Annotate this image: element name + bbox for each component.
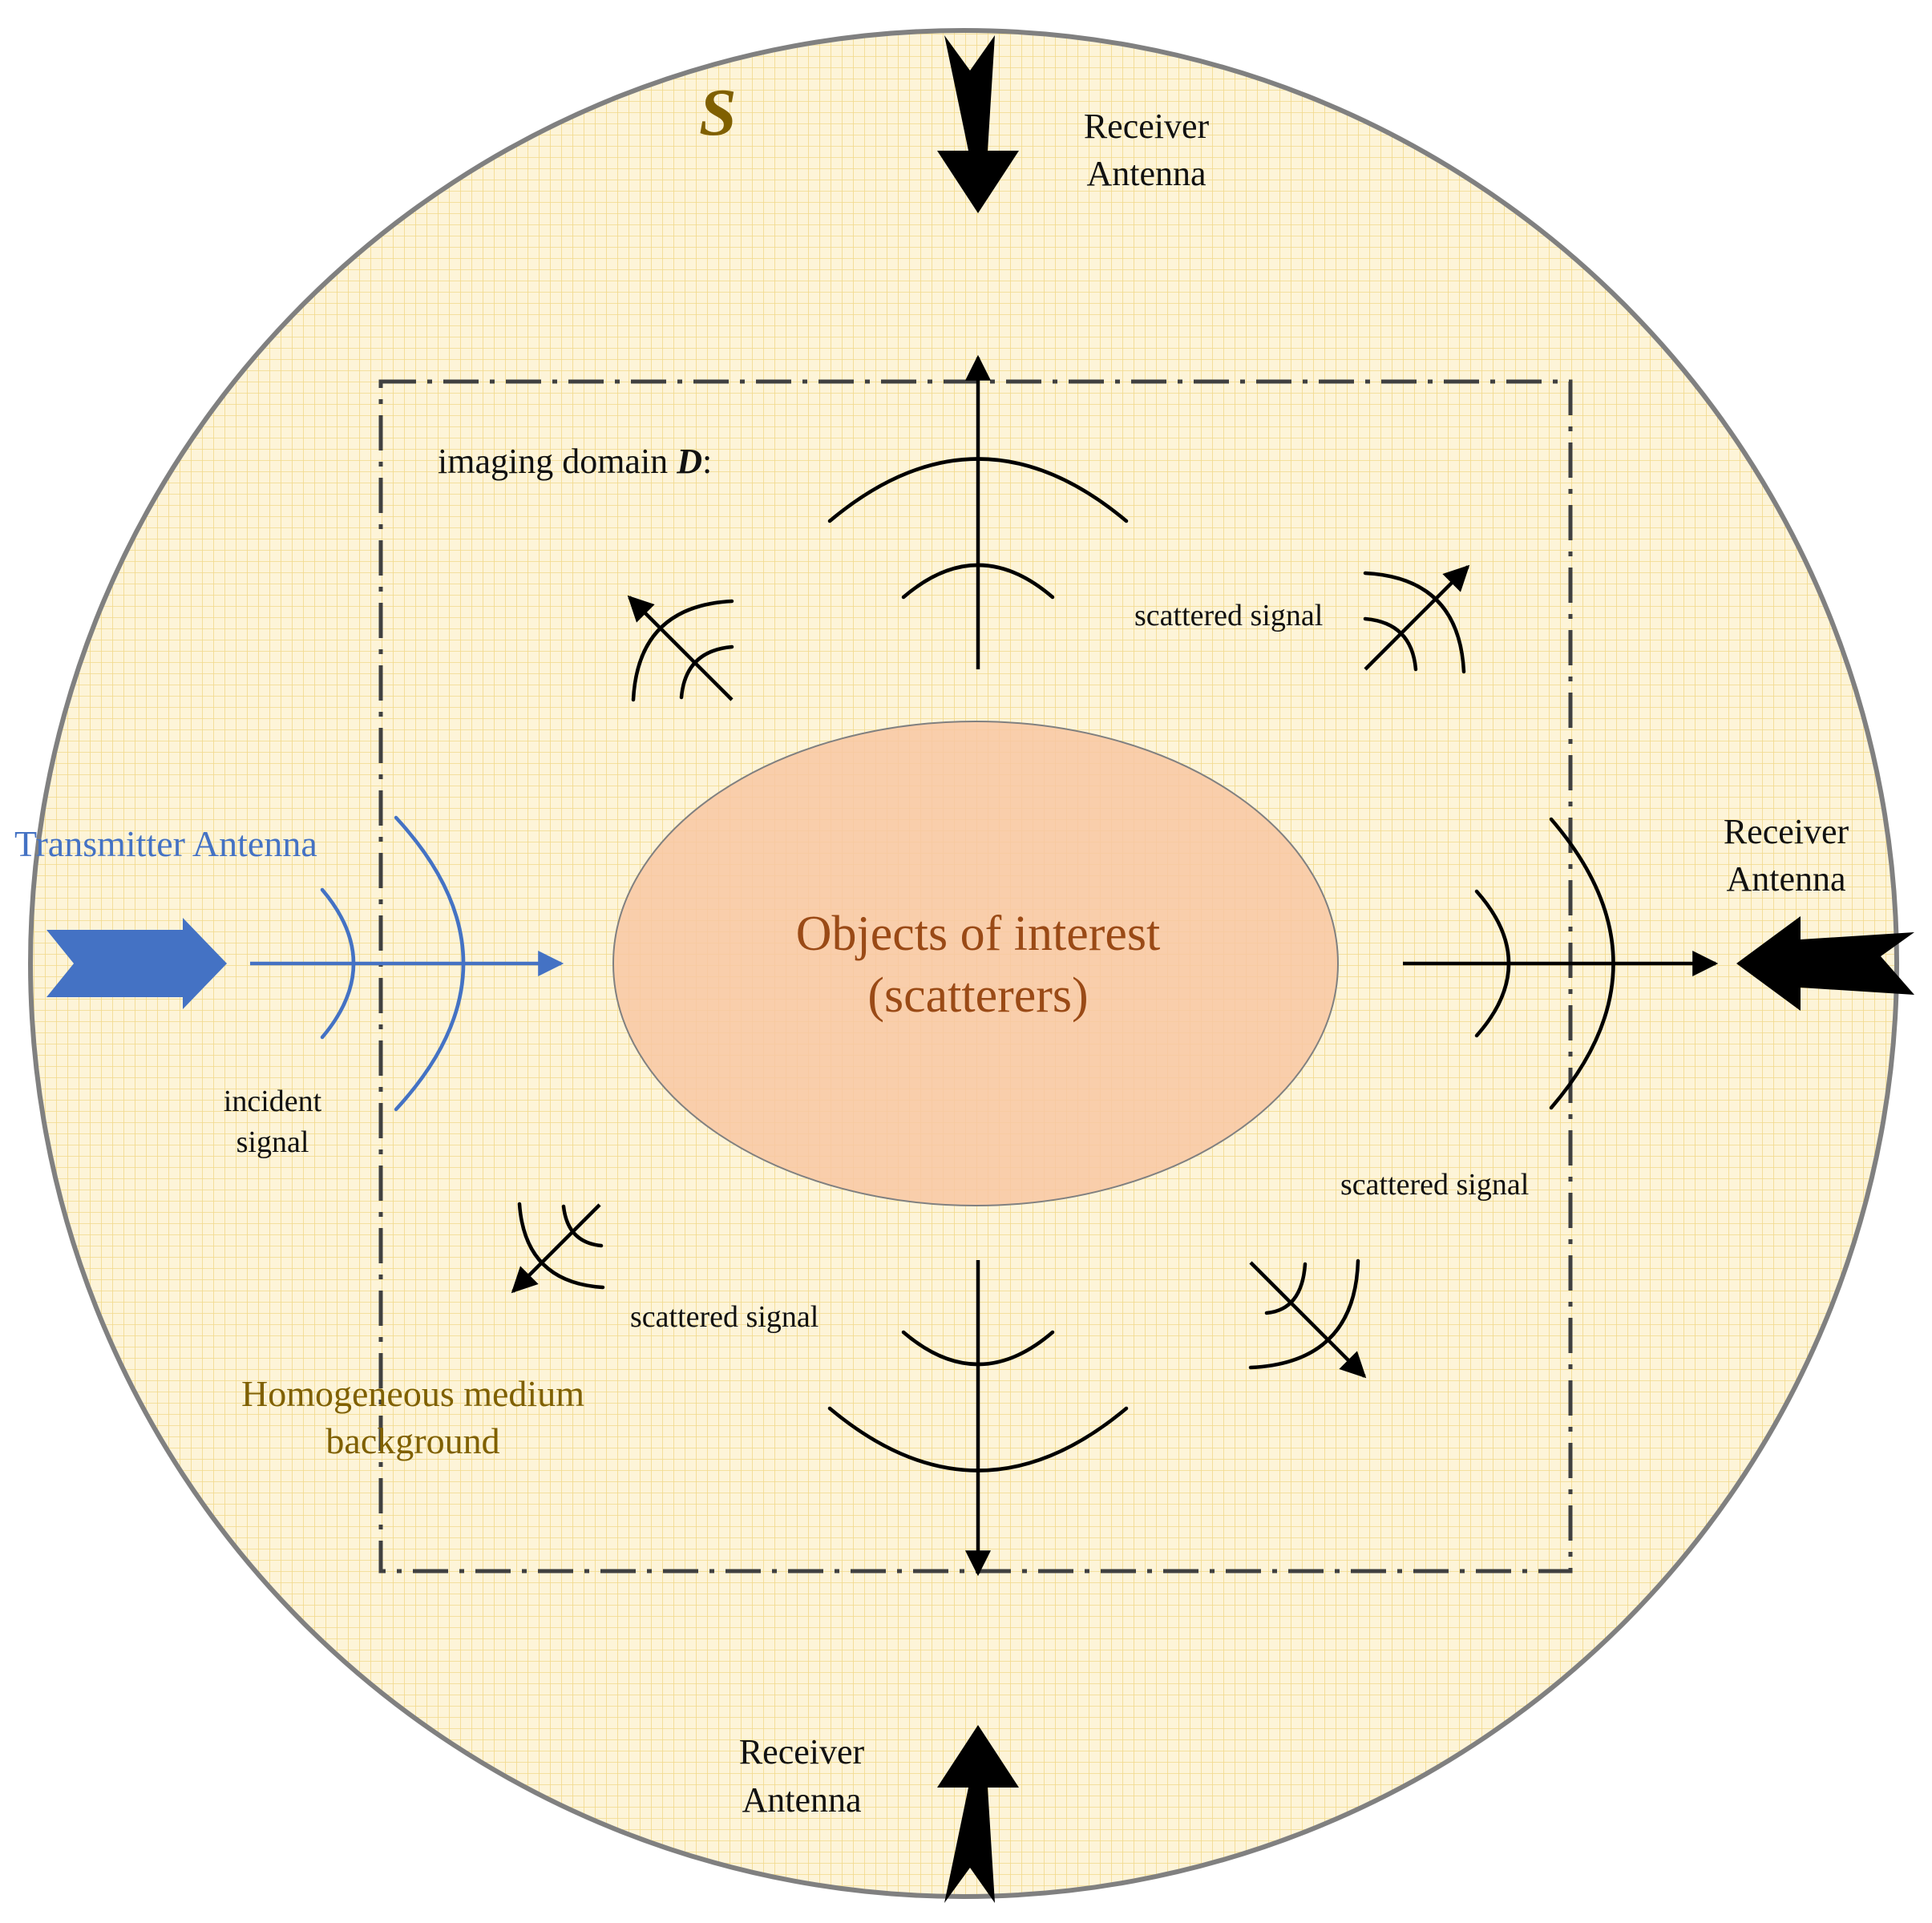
- imaging-domain-suffix: :: [702, 442, 712, 481]
- scattered-wave-upper-right-small: [1363, 616, 1418, 672]
- receiver-bottom-label-line1: Receiver: [739, 1732, 865, 1772]
- scattered-wave-bottom-small: [901, 1330, 1055, 1367]
- object-label-line1: Objects of interest: [796, 907, 1161, 961]
- incident-signal-label-line1: incident: [224, 1085, 322, 1118]
- scattered-ray-lower-right: [1249, 1261, 1367, 1379]
- receiver-right-arrow-icon: [1736, 916, 1914, 1011]
- scattered-wave-right-large: [1549, 817, 1615, 1110]
- transmitter-antenna-label: Transmitter Antenna: [14, 823, 317, 864]
- receiver-top-label-line2: Antenna: [1086, 154, 1206, 193]
- receiver-bottom-arrow-icon: [937, 1725, 1019, 1903]
- scattered-wave-lower-right-small: [1264, 1262, 1308, 1315]
- receiver-right-label-line1: Receiver: [1724, 812, 1849, 851]
- scattered-wave-upper-left-large: [631, 599, 734, 702]
- object-of-interest: [612, 721, 1339, 1206]
- receiver-right-label-line2: Antenna: [1726, 859, 1845, 899]
- incident-wave-small: [320, 887, 356, 1040]
- scattered-wave-upper-right-large: [1363, 571, 1466, 674]
- scattered-wave-lower-right-large: [1248, 1258, 1360, 1370]
- medium-label-line1: Homogeneous medium: [241, 1373, 584, 1414]
- receiver-top-arrow-icon: [937, 35, 1019, 213]
- scattered-wave-lower-left-large: [517, 1202, 605, 1290]
- scattered-wave-top-large: [827, 457, 1129, 523]
- incident-wave-large: [394, 815, 466, 1112]
- scattered-ray-upper-right: [1364, 564, 1470, 671]
- scattered-signal-label-lower-left: scattered signal: [630, 1300, 818, 1334]
- imaging-domain-label: imaging domain D:: [438, 442, 712, 481]
- scattered-ray-upper-left: [627, 595, 734, 701]
- imaging-domain-prefix: imaging domain: [438, 442, 677, 481]
- object-label-line2: (scatterers): [867, 968, 1088, 1023]
- scattered-wave-top-small: [901, 563, 1055, 600]
- region-s-symbol: S: [699, 75, 737, 150]
- scattered-wave-right-small: [1474, 889, 1511, 1038]
- receiver-top-label-line1: Receiver: [1084, 107, 1210, 146]
- scattered-wave-upper-left-small: [679, 644, 734, 700]
- transmitter-arrow-icon: [46, 918, 227, 1009]
- scattered-signal-label-right: scattered signal: [1340, 1168, 1529, 1202]
- scattered-signal-label-upper-right: scattered signal: [1134, 599, 1323, 632]
- receiver-bottom-label-line2: Antenna: [742, 1780, 861, 1820]
- scattered-ray-lower-left: [511, 1203, 601, 1294]
- scattered-wave-lower-left-small: [561, 1204, 604, 1248]
- scattered-wave-bottom-large: [827, 1406, 1129, 1473]
- imaging-domain-symbol: D: [676, 442, 702, 481]
- incident-signal-label-line2: signal: [236, 1125, 309, 1159]
- medium-label-line2: background: [325, 1420, 499, 1461]
